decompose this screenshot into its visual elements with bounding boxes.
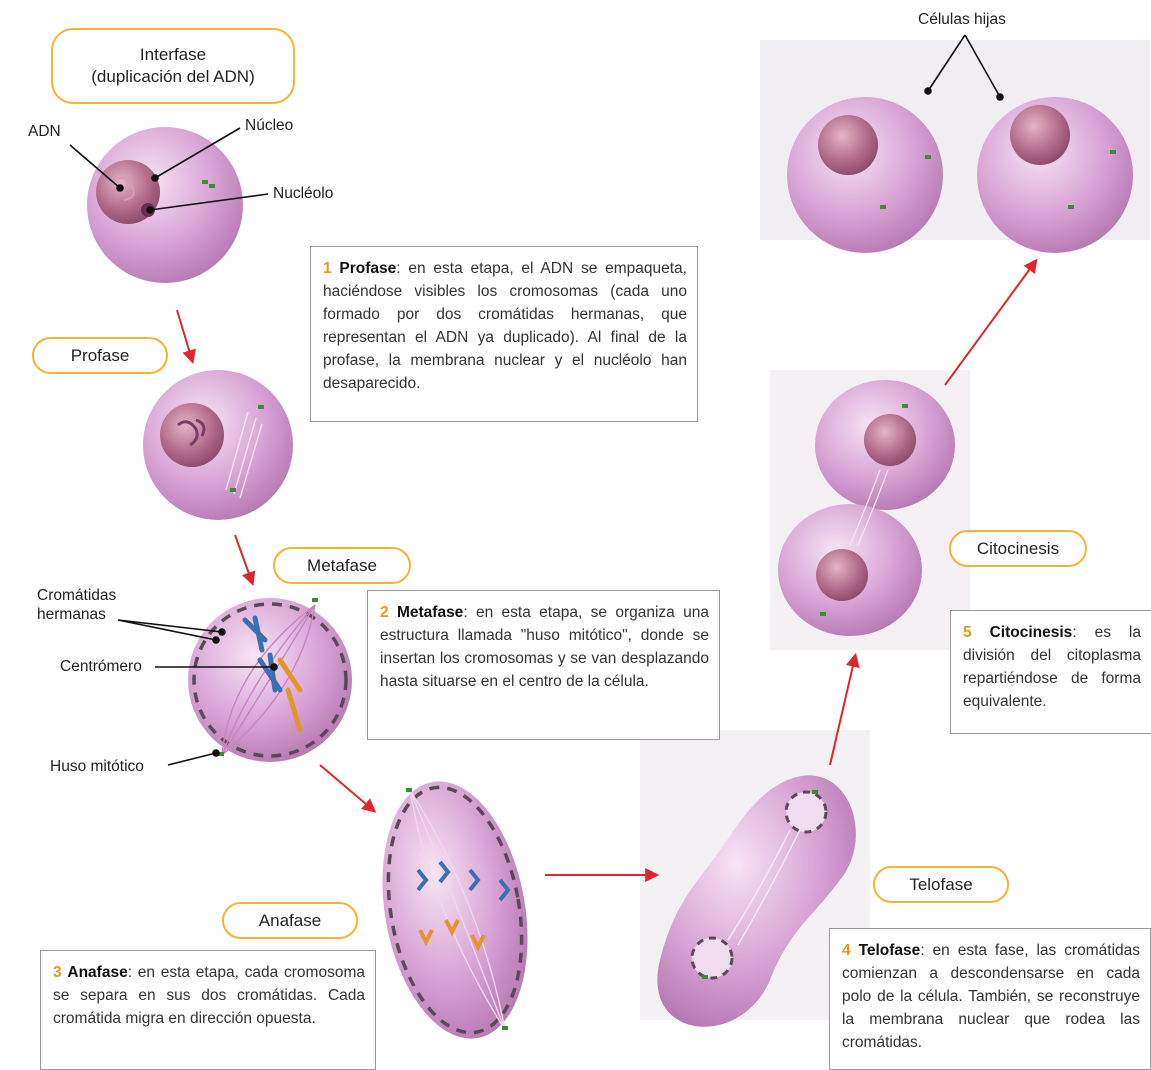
stage-telofase-pill: Telofase: [873, 866, 1009, 903]
anaphase-cell: [363, 770, 546, 1050]
desc-citocinesis-term: Citocinesis: [990, 624, 1073, 641]
stage-anafase-pill: Anafase: [222, 902, 358, 939]
daughter-cell-left: [787, 97, 943, 253]
label-huso-mitotico: Huso mitótico: [50, 757, 144, 776]
desc-telofase-number: 4: [842, 942, 851, 959]
stage-citocinesis-pill: Citocinesis: [949, 530, 1087, 567]
label-celulas-hijas: Células hijas: [918, 10, 1006, 29]
desc-metafase-number: 2: [380, 604, 389, 621]
desc-profase: 1 Profase: en esta etapa, el ADN se empa…: [310, 246, 698, 422]
label-adn: ADN: [28, 122, 61, 141]
stage-metafase-pill: Metafase: [273, 547, 411, 584]
desc-metafase-term: Metafase: [397, 604, 463, 621]
label-nucleo: Núcleo: [245, 116, 293, 135]
label-cromatidas-hermanas: Cromátidas hermanas: [37, 586, 116, 624]
desc-anafase-term: Anafase: [67, 964, 127, 981]
stage-interfase-pill: Interfase (duplicación del ADN): [51, 28, 295, 104]
interphase-cell: [87, 127, 243, 283]
desc-anafase-number: 3: [53, 964, 62, 981]
desc-citocinesis: 5 Citocinesis: es la división del citopl…: [950, 610, 1151, 734]
metaphase-cell: [188, 598, 352, 762]
desc-profase-text: : en esta etapa, el ADN se empaqueta, ha…: [323, 260, 687, 392]
desc-telofase-term: Telofase: [859, 942, 921, 959]
label-centromero: Centrómero: [60, 657, 142, 676]
daughter-cell-right: [977, 97, 1133, 253]
desc-profase-number: 1: [323, 260, 332, 277]
desc-profase-term: Profase: [339, 260, 396, 277]
desc-metafase: 2 Metafase: en esta etapa, se organiza u…: [367, 590, 720, 740]
desc-telofase: 4 Telofase: en esta fase, las cromátidas…: [829, 928, 1151, 1070]
prophase-cell: [143, 370, 293, 520]
desc-anafase: 3 Anafase: en esta etapa, cada cromosoma…: [40, 950, 376, 1070]
stage-profase-pill: Profase: [32, 337, 168, 374]
desc-citocinesis-number: 5: [963, 624, 972, 641]
label-nucleolo: Nucléolo: [273, 184, 333, 203]
